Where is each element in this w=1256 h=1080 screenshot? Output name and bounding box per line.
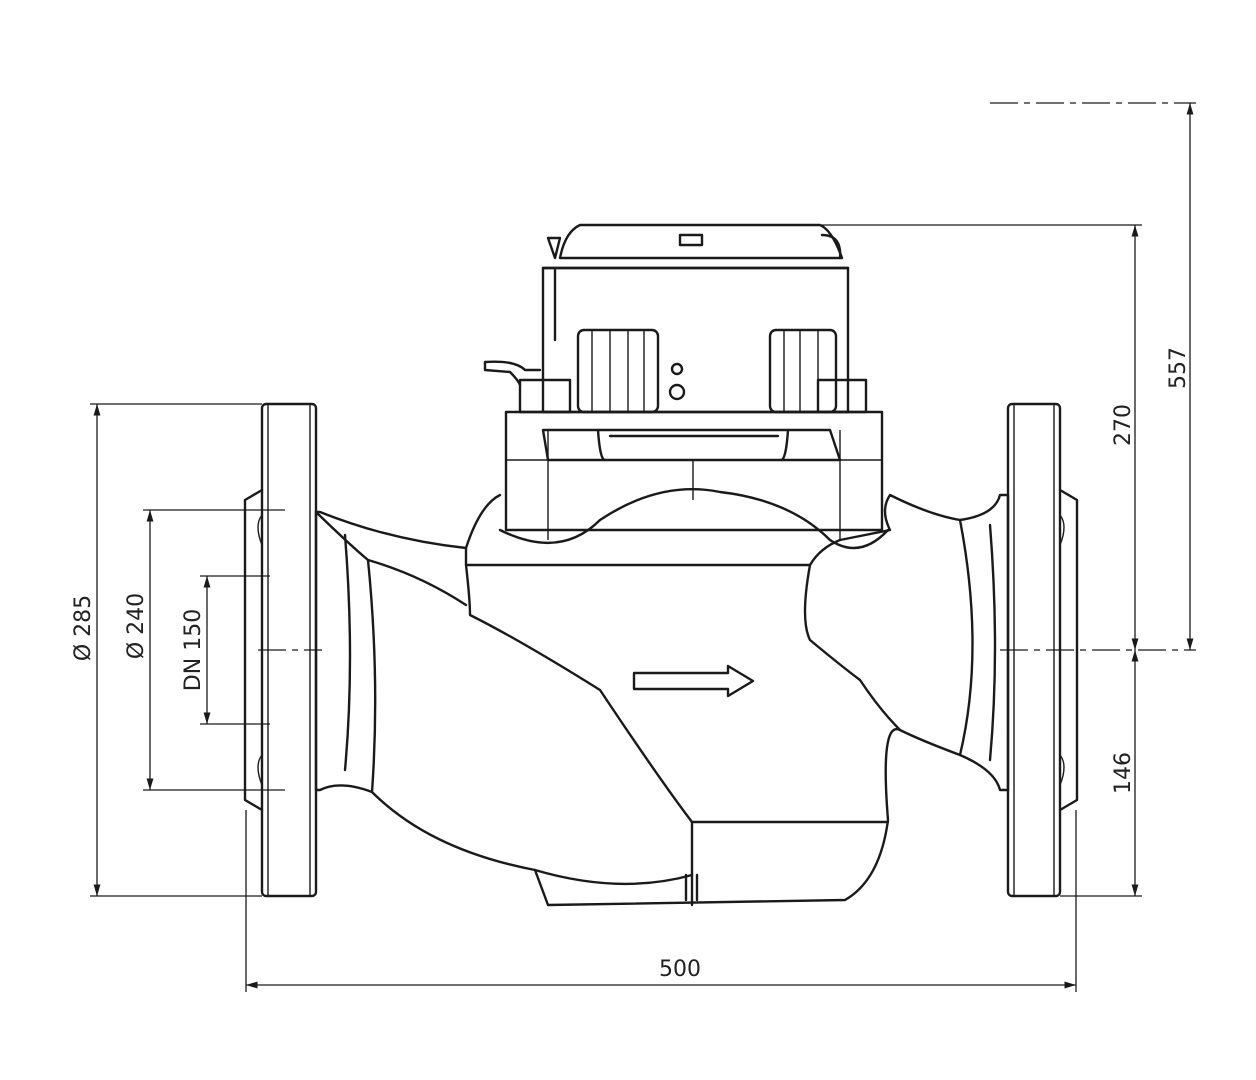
nominal-diameter-label: DN 150 [181,609,206,691]
flow-direction-arrow [632,664,755,698]
dimension-lines [90,103,1194,992]
meter-head [483,223,890,550]
lower-height-label: 146 [1111,752,1136,794]
meter-body [314,493,1010,907]
head-height-label: 270 [1111,404,1136,446]
bolt-circle-label: Ø 240 [124,593,149,659]
length-label: 500 [659,957,701,982]
total-height-label: 557 [1166,347,1191,389]
left-flange [243,402,318,898]
flange-diameter-label: Ø 285 [71,595,96,661]
